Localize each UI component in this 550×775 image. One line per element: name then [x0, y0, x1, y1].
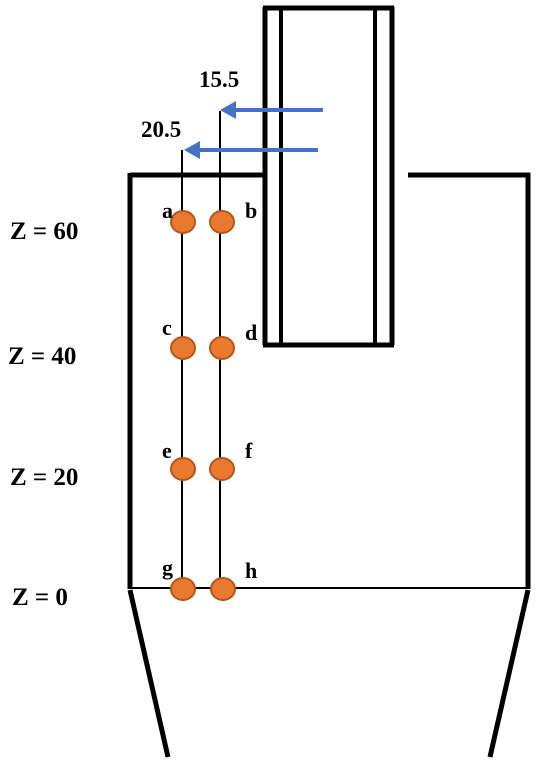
point-label-h: h	[245, 558, 257, 583]
point-label-g: g	[162, 555, 173, 580]
point-label-c: c	[162, 315, 172, 340]
arrow-20-5-head	[184, 141, 200, 159]
depth-label-z60: Z = 60	[10, 218, 78, 245]
point-label-a: a	[162, 198, 173, 223]
vortex-finder	[262, 5, 395, 348]
depth-label-z40: Z = 40	[8, 343, 76, 370]
point-label-f: f	[245, 438, 253, 463]
probe-point-b	[209, 210, 235, 234]
probe-point-g	[170, 577, 196, 601]
cone-section	[127, 589, 531, 758]
point-label-b: b	[245, 198, 257, 223]
cyclone-body	[127, 172, 531, 589]
position-arrows	[184, 101, 323, 159]
probe-point-f	[209, 457, 235, 481]
radial-label-20-5: 20.5	[141, 117, 181, 142]
depth-label-z0: Z = 0	[12, 584, 68, 611]
radial-label-15-5: 15.5	[199, 67, 239, 92]
probe-point-c	[170, 336, 196, 360]
cone-left-wall	[127, 589, 171, 758]
probe-point-a	[170, 210, 196, 234]
probe-points	[170, 210, 236, 601]
probe-point-e	[170, 457, 196, 481]
point-label-d: d	[245, 320, 257, 345]
cone-right-wall	[487, 589, 531, 758]
probe-point-d	[209, 336, 235, 360]
arrow-15-5-head	[220, 101, 236, 119]
probe-point-h	[210, 577, 236, 601]
depth-label-z20: Z = 20	[10, 464, 78, 491]
point-label-e: e	[162, 438, 172, 463]
